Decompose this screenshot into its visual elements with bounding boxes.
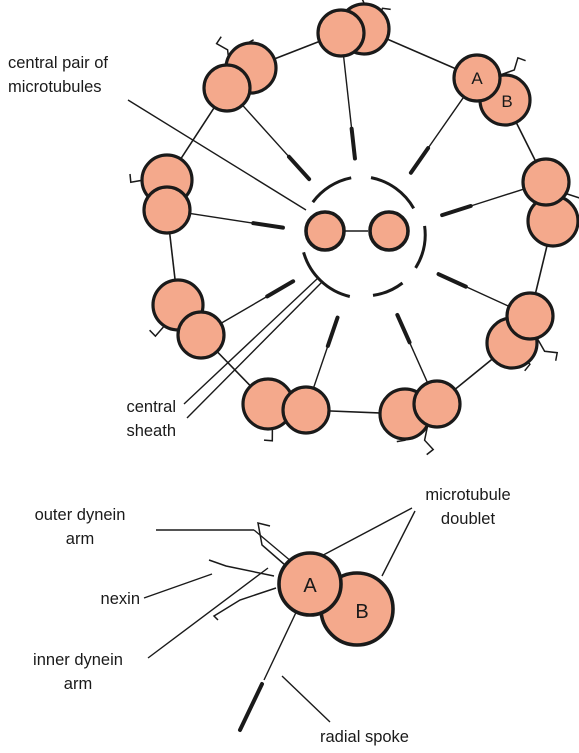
radial-spoke-3 — [427, 97, 464, 149]
a-tubule-4 — [521, 157, 571, 207]
ring-b-label: B — [501, 92, 512, 111]
outer-dynein-arm-5 — [535, 336, 559, 361]
inner-dynein-label-line2: arm — [64, 675, 92, 693]
radial-spoke-2 — [342, 56, 353, 129]
doublet-label-line1: microtubule — [425, 486, 510, 504]
radial-spoke-9 — [190, 212, 254, 224]
dynein-arms — [129, 0, 579, 456]
a-tubule-7 — [281, 385, 331, 435]
label-outer-dynein-arm: outer dynein arm — [35, 506, 126, 548]
radial-spoke-1 — [242, 105, 290, 158]
doublet-label-line2: doublet — [441, 510, 496, 528]
label-central-sheath: central sheath — [126, 398, 176, 440]
radial-spokes — [190, 56, 524, 388]
spoke-head-7 — [325, 315, 340, 349]
central-microtubule-right — [368, 210, 410, 252]
detail-b-label: B — [355, 601, 368, 623]
inner-dynein-label-line1: inner dynein — [33, 651, 123, 669]
detail-a-tubule — [277, 551, 343, 617]
radial-spoke-7 — [313, 345, 329, 388]
a-tubule-6 — [412, 379, 462, 429]
spoke-head-1 — [287, 154, 312, 182]
a-tubule-8 — [176, 310, 226, 360]
a-tubule-5 — [505, 291, 555, 341]
microtubule-doublets: AB — [140, 2, 579, 441]
label-central-pair: central pair of microtubules — [8, 54, 108, 96]
outer-dynein-arm-4 — [563, 192, 579, 199]
spoke-head-4 — [440, 203, 473, 218]
callout-lines — [127, 99, 416, 723]
central-sheath-label-line1: central — [126, 398, 176, 416]
spoke-head-9 — [251, 221, 285, 230]
detail-doublet: A B — [208, 521, 395, 732]
outer-dynein-label-line2: arm — [66, 530, 94, 548]
ring-a-label: A — [471, 69, 483, 88]
spoke-head-8 — [265, 279, 296, 299]
central-sheath-label-line2: sheath — [126, 422, 176, 440]
outer-dynein-label-line1: outer dynein — [35, 506, 126, 524]
detail-a-label: A — [303, 575, 317, 597]
spoke-head-6 — [395, 312, 412, 345]
spoke-head-5 — [436, 272, 468, 289]
radial-spoke-label: radial spoke — [320, 728, 409, 746]
radial-spoke-8 — [221, 295, 268, 324]
nexin-label: nexin — [101, 590, 140, 608]
central-pair-label-line2: microtubules — [8, 78, 102, 96]
central-pair — [304, 210, 410, 252]
outer-dynein-arm-3 — [497, 56, 526, 77]
central-pair-label-line1: central pair of — [8, 54, 108, 72]
label-inner-dynein-arm: inner dynein arm — [33, 651, 123, 693]
label-microtubule-doublet: microtubule doublet — [425, 486, 510, 528]
central-sheath — [302, 176, 427, 298]
outer-dynein-arm-6 — [423, 423, 435, 456]
label-nexin: nexin — [101, 590, 140, 608]
radial-spoke-4 — [470, 188, 524, 207]
a-tubule-3 — [452, 53, 502, 103]
radial-spoke-6 — [408, 342, 428, 383]
label-radial-spoke: radial spoke — [320, 728, 409, 746]
a-tubule-9 — [142, 185, 192, 235]
spoke-head-2 — [349, 126, 357, 161]
central-microtubule-left — [304, 210, 346, 252]
spoke-head-3 — [408, 146, 431, 175]
a-tubule-1 — [202, 63, 252, 113]
radial-spoke-5 — [465, 285, 509, 307]
a-tubule-2 — [316, 8, 366, 58]
